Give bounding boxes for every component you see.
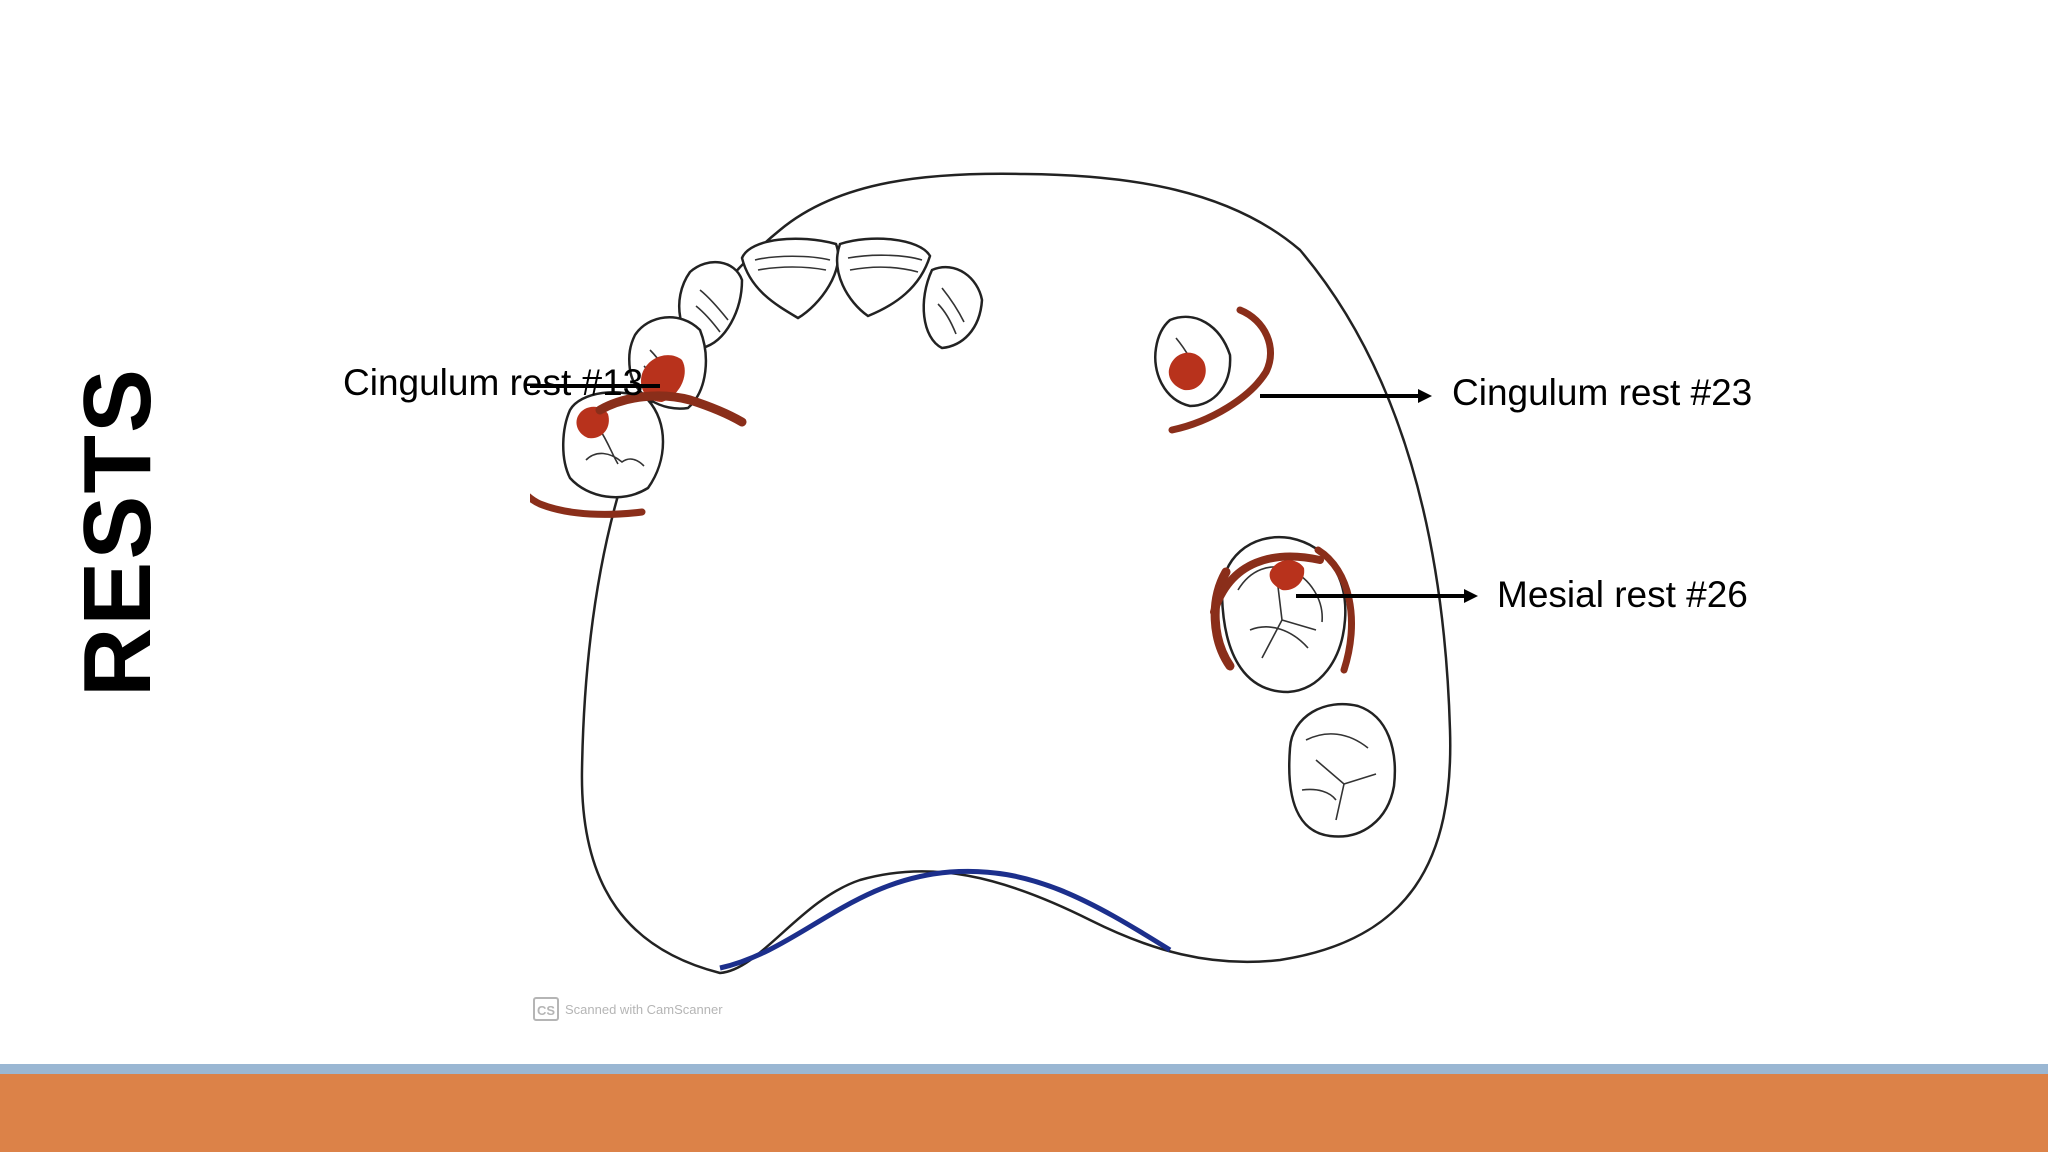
arch-outline bbox=[580, 172, 1452, 975]
clasp-arm-left-minor-connector bbox=[595, 391, 747, 427]
camscanner-watermark: CS Scanned with CamScanner bbox=[533, 997, 723, 1021]
arrow-mesial-26 bbox=[1296, 589, 1478, 603]
major-connector-molar-26 bbox=[1210, 552, 1324, 616]
rest-mesial-26-seat bbox=[1269, 560, 1305, 591]
label-cingulum-rest-23: Cingulum rest #23 bbox=[1452, 372, 1753, 413]
footer-orange-band bbox=[0, 1074, 2048, 1152]
rest-cingulum-13-seat bbox=[640, 355, 685, 402]
rest-cingulum-23-seat bbox=[1168, 352, 1206, 391]
clasp-arm-molar-26-buccal bbox=[1210, 567, 1235, 671]
tooth-molar-26 bbox=[1220, 535, 1347, 694]
tooth-lateral-incisor-left bbox=[922, 265, 984, 350]
arrow-cingulum-23 bbox=[1260, 389, 1432, 403]
tooth-central-incisor-left bbox=[835, 237, 932, 318]
tooth-molar-27 bbox=[1288, 702, 1397, 838]
camscanner-logo-icon: CS bbox=[533, 997, 559, 1021]
palatal-border-line bbox=[719, 868, 1172, 971]
rest-premolar-14-seat bbox=[576, 406, 609, 439]
watermark-text: Scanned with CamScanner bbox=[565, 1001, 723, 1017]
label-mesial-rest-26: Mesial rest #26 bbox=[1497, 574, 1748, 615]
tooth-central-incisor-right bbox=[740, 237, 840, 320]
clasp-arm-molar-26-lingual bbox=[1314, 546, 1355, 674]
clasp-arm-right-canine bbox=[1168, 306, 1274, 434]
footer-blue-stripe bbox=[0, 1064, 2048, 1074]
arrow-cingulum-13 bbox=[530, 384, 660, 388]
label-cingulum-rest-13: Cingulum rest #13 bbox=[343, 362, 644, 403]
dental-arch-drawing bbox=[530, 172, 1478, 975]
clasp-arm-left-premolar bbox=[530, 493, 646, 518]
slide-title: RESTS bbox=[64, 366, 171, 698]
